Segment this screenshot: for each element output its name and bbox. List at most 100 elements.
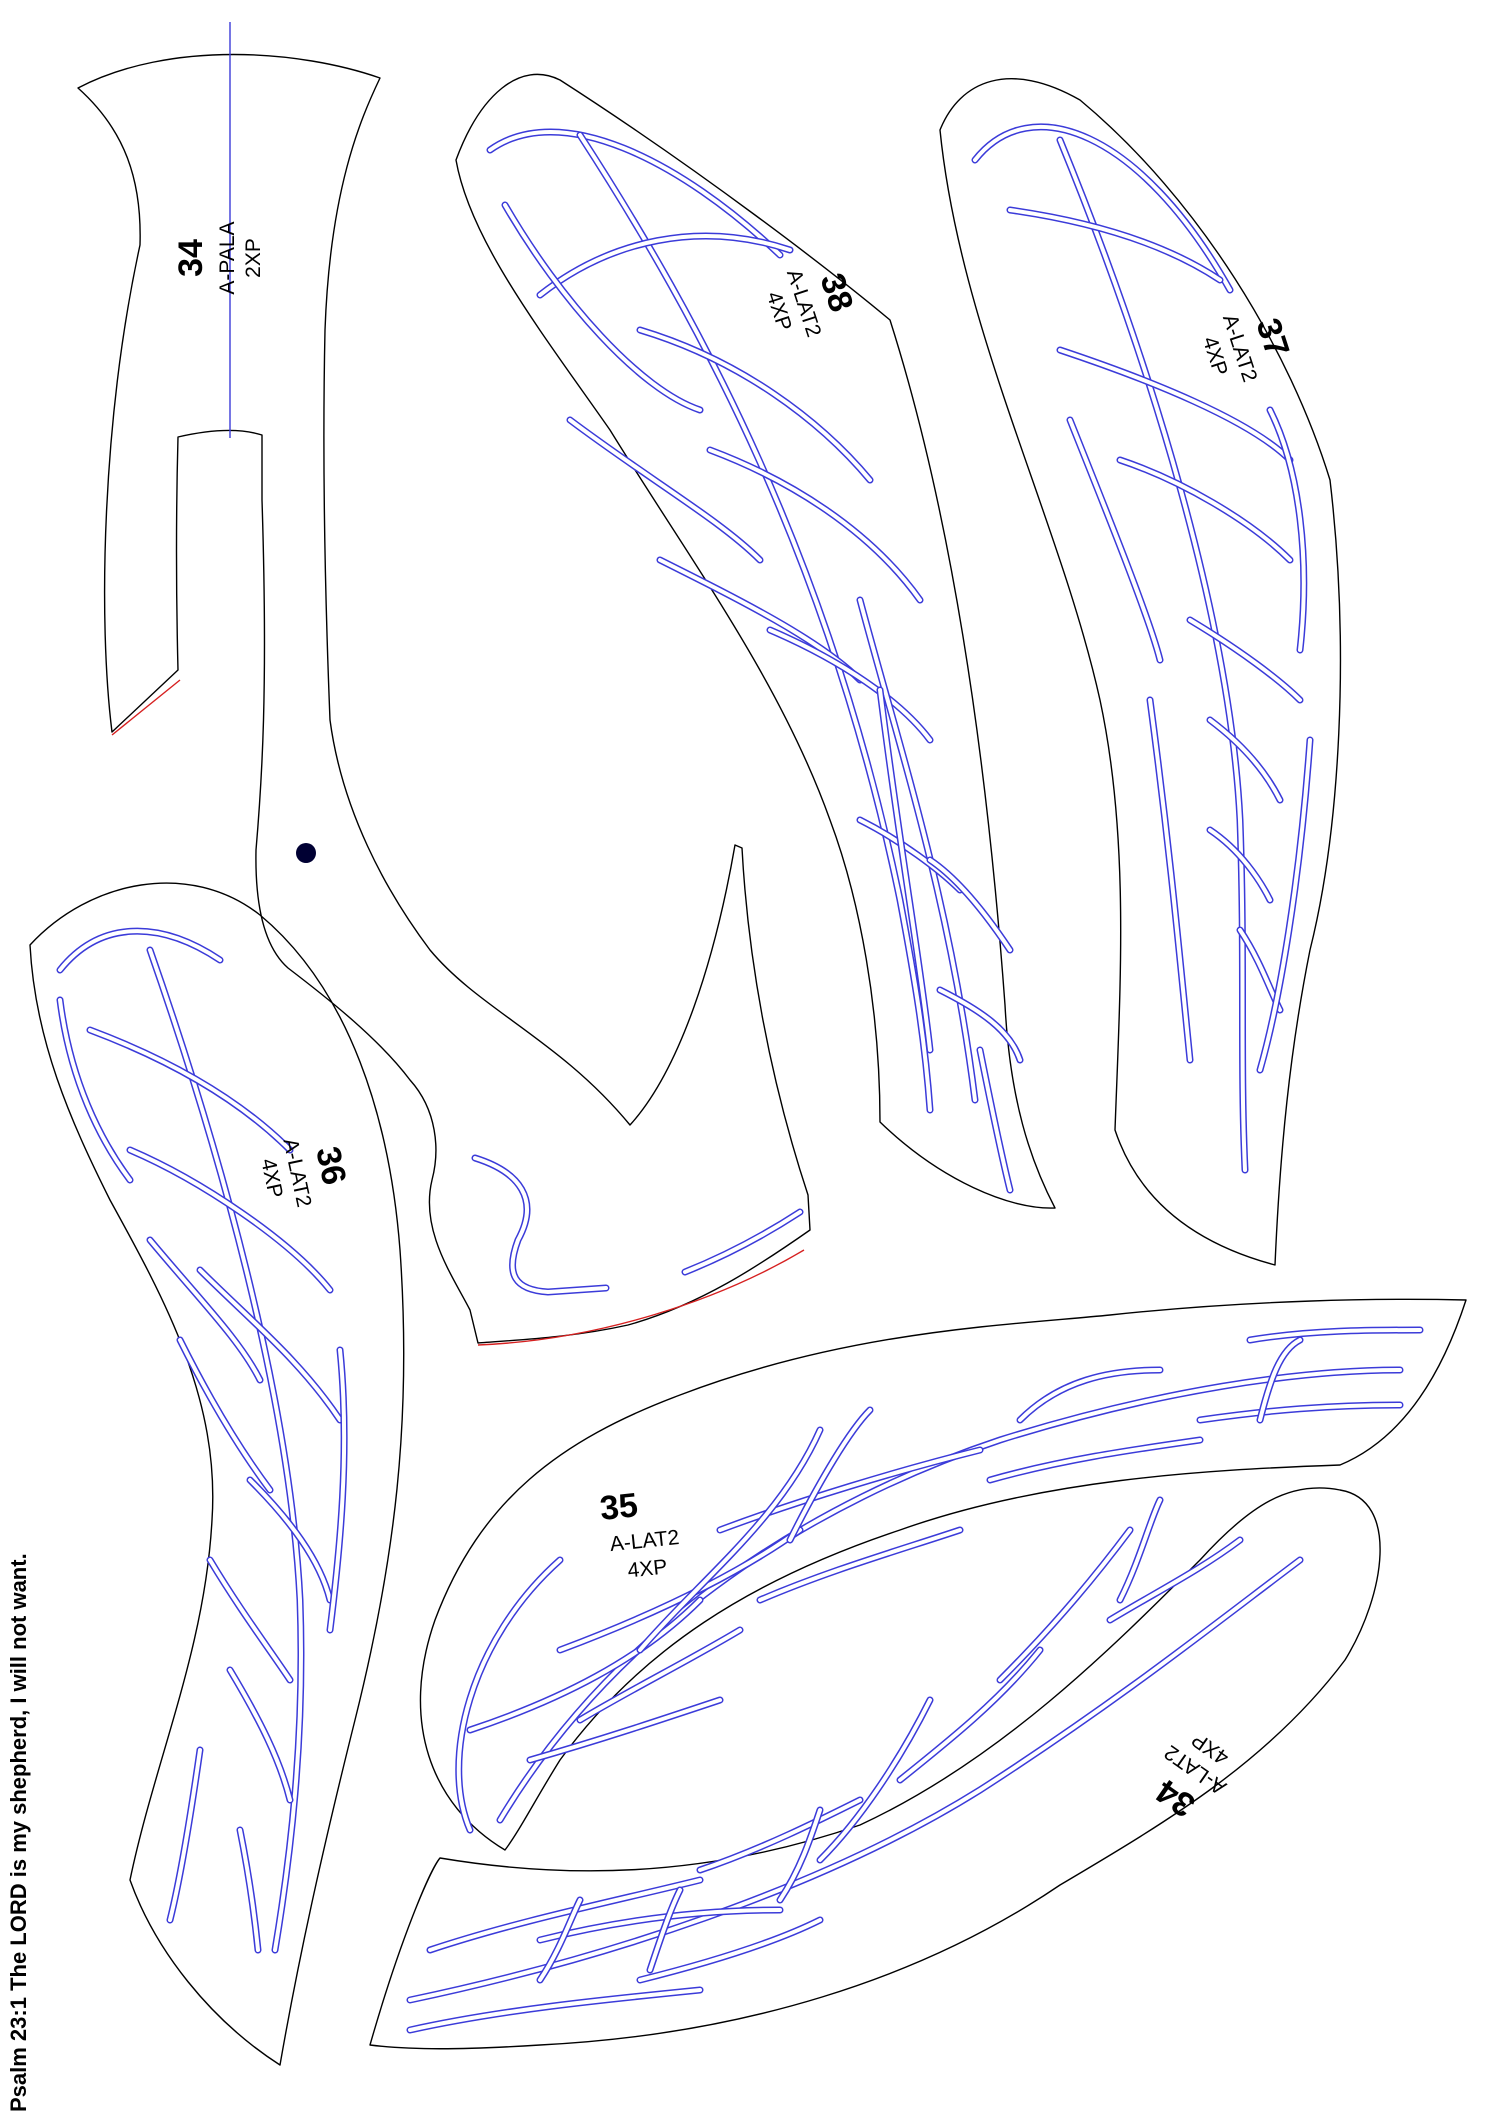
piece-37-vein [1206,716,1284,804]
piece-35-vein-inner [758,1528,962,1602]
piece-38-vein [706,446,924,604]
piece-37 [939,78,1342,1266]
piece-34-lat-vein-inner [538,1908,782,1942]
piece-34-pala-number: 34 [172,239,210,277]
piece-38-vein-inner [503,203,702,412]
piece-34-pala: 34 A-PALA 2XP [77,22,811,1346]
piece-34-lat-vein-inner [408,1558,1302,2002]
piece-38 [455,73,1056,1209]
piece-38-vein-inner [768,628,932,742]
piece-35-code: A-LAT2 [609,1526,681,1556]
piece-36-qty: 4XP [256,1156,287,1200]
piece-38-vein-inner [858,598,977,1102]
piece-34-lat-vein-inner [778,1808,822,1902]
piece-35-vein-inner [1248,1328,1422,1342]
piece-34-pala-code: A-PALA [216,221,239,294]
piece-34-lat-vein-inner [998,1528,1132,1682]
piece-35-vein-inner [468,1598,702,1732]
piece-38-vein-inner [938,988,1022,1062]
piece-37-number: 37 [1249,314,1297,362]
piece-35-vein-inner [558,1528,802,1652]
piece-36-vein-inner [88,1028,292,1152]
piece-38-vein-inner [488,130,782,257]
piece-35 [419,1298,1467,1851]
piece-36-outline [29,882,405,2066]
piece-38-vein [536,232,794,299]
piece-34-lat-vein-inner [898,1648,1042,1782]
piece-35-vein [496,1366,1404,1824]
piece-37-vein-inner [1068,418,1162,662]
piece-36-vein-inner [178,1338,272,1492]
piece-34-lat-outline [369,1487,1381,2050]
piece-34-lat [369,1487,1381,2050]
piece-34-lat-vein-inner [428,1878,702,1952]
piece-37-vein-inner [1208,718,1282,802]
piece-36-vein-inner [238,1828,260,1952]
piece-36-vein [86,1026,294,1154]
piece-37-vein [1056,136,1249,1174]
piece-36-vein-inner [148,948,303,1952]
piece-38-vein-inner [538,234,792,297]
piece-35-qty: 4XP [627,1555,669,1582]
piece-36-vein-inner [168,1748,202,1922]
piece-34-pala-outline [77,53,811,1344]
piece-35-vein-inner [638,1428,822,1652]
piece-36-vein-inner [328,1348,347,1632]
piece-36-vein [226,1666,294,1804]
piece-34-pala-qty: 2XP [242,238,265,278]
piece-36-vein-inner [128,1148,332,1292]
piece-34-lat-vein-inner [1118,1498,1162,1602]
piece-35-vein [455,1556,564,1834]
piece-38-vein-inner [978,1048,1012,1192]
piece-35-vein-inner [718,1448,982,1532]
piece-38-vein-inner [878,688,932,1052]
feather-veins [56,123,1424,2034]
piece-35-vein-inner [1258,1338,1302,1422]
piece-37-vein-inner [1208,828,1272,902]
piece-34-lat-vein-inner [698,1798,862,1872]
piece-38-vein-inner [568,418,762,562]
piece-38-vein-inner [708,448,922,602]
piece-38-outline [455,73,1056,1209]
piece-38-vein-inner [578,133,932,1112]
piece-38-vein [576,131,934,1114]
piece-38-number: 38 [813,269,861,317]
piece-35-vein-inner [498,1368,1402,1822]
piece-36 [29,882,405,2066]
piece-35-vein-inner [456,1558,562,1832]
piece-36-vein-inner [58,998,132,1182]
piece-37-vein-inner [1188,618,1302,702]
piece-37-vein-inner [1148,698,1192,1062]
psalm-verse: Psalm 23:1 The LORD is my shepherd, I wi… [6,1553,31,2112]
piece-37-vein [1256,736,1314,1074]
piece-36-vein-inner [248,1478,332,1602]
piece-34-lat-vein-inner [538,1898,582,1982]
piece-36-vein [56,927,224,974]
piece-37-vein-inner [1118,458,1292,562]
piece-36-vein-inner [198,1268,342,1422]
piece-34-lat-vein-inner [818,1698,932,1862]
piece-36-vein-inner [58,929,222,972]
piece-37-vein-inner [1008,208,1222,282]
piece-37-vein-inner [1258,738,1312,1072]
piece-37-vein-inner [1058,138,1247,1172]
piece-38-vein [766,626,934,744]
piece-34-pala-cut-line [111,679,181,736]
piece-38-vein [856,596,979,1104]
piece-38-vein-inner [928,858,1012,952]
piece-36-vein-inner [228,1668,292,1802]
piece-36-code: A-LAT2 [279,1136,316,1209]
piece-34-lat-vein [816,1696,934,1864]
piece-35-vein-inner [788,1408,872,1542]
piece-36-number: 36 [308,1143,353,1188]
piece-38-vein [856,816,964,894]
piece-34-pala-vein [471,1154,610,1296]
piece-35-vein-inner [528,1698,722,1762]
piece-34-lat-vein-inner [408,1988,702,2032]
piece-34-pala-base-cut-line [477,1249,805,1346]
piece-34-lat-vein-inner [638,1918,822,1982]
piece-35-vein-inner [578,1628,742,1722]
piece-37-vein-inner [1268,408,1306,652]
